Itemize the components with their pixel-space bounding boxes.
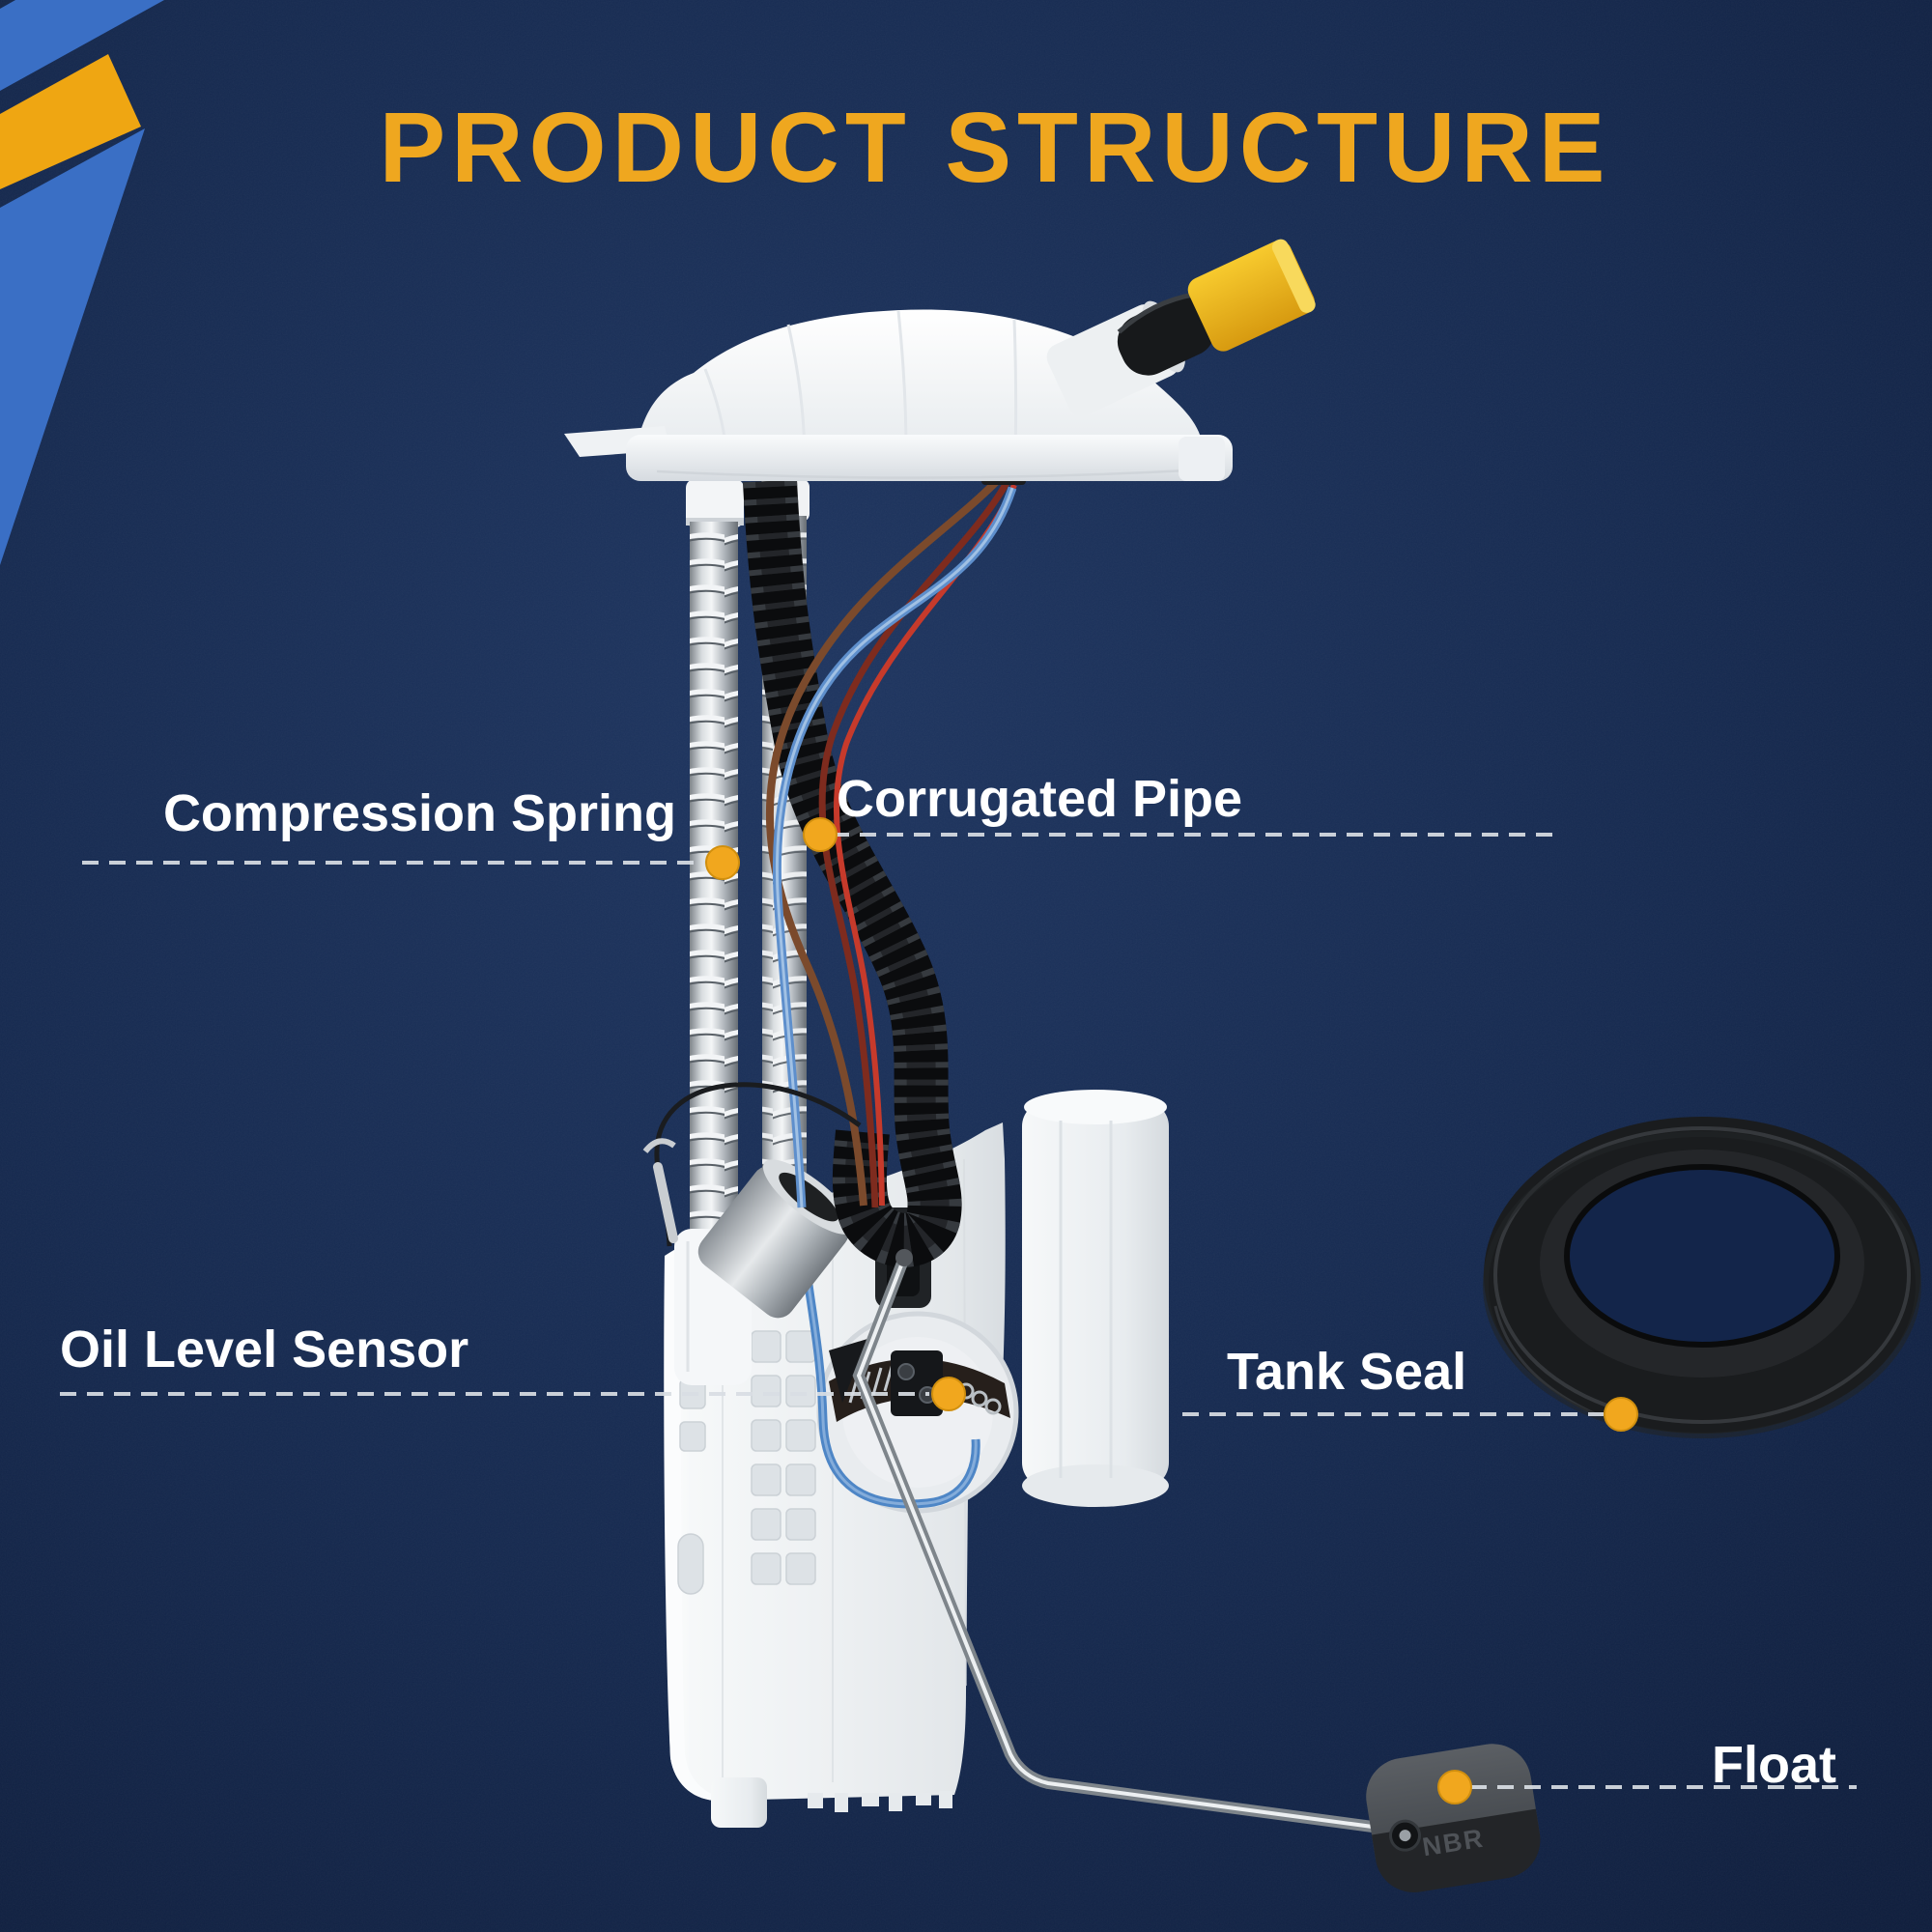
flange-skirt: [626, 435, 1233, 481]
reservoir-feet: [711, 1777, 952, 1828]
callout-compression-spring: Compression Spring: [82, 784, 740, 880]
corrugated-pipe-dot: [803, 817, 838, 852]
callout-tank-seal: Tank Seal: [1182, 1343, 1638, 1432]
oil-level-sensor-label: Oil Level Sensor: [60, 1321, 469, 1378]
corrugated-pipe-part: [743, 479, 962, 1267]
page-title: PRODUCT STRUCTURE: [379, 92, 1610, 203]
callouts: Compression Spring Corrugated Pipe Oil L…: [60, 770, 1857, 1804]
compression-spring-part: [686, 479, 744, 1270]
oil-level-sensor-dot: [931, 1377, 966, 1411]
brown-wire: [765, 478, 1000, 1207]
float-label: Float: [1712, 1736, 1836, 1794]
tank-seal-label: Tank Seal: [1227, 1343, 1466, 1401]
compression-spring-label: Compression Spring: [163, 784, 676, 842]
reservoir-right-column: [1022, 1101, 1169, 1488]
corner-blue-triangle: [0, 128, 145, 565]
callout-float: Float: [1437, 1736, 1857, 1804]
tank-seal-part: [1483, 1117, 1921, 1438]
outlet-connector: [1046, 239, 1316, 416]
compression-spring-dot: [705, 845, 740, 880]
float-part: NBR: [1366, 1744, 1541, 1892]
callout-oil-level-sensor: Oil Level Sensor: [60, 1321, 966, 1411]
red-wire: [833, 483, 1017, 1207]
fuel-pump-module-illustration: NBR: [564, 239, 1921, 1892]
corner-decoration: [0, 0, 164, 565]
tank-seal-dot: [1604, 1397, 1638, 1432]
callout-corrugated-pipe: Corrugated Pipe: [803, 770, 1555, 852]
top-flange: [564, 239, 1316, 481]
corner-blue-stripe: [0, 0, 164, 91]
float-dot: [1437, 1770, 1472, 1804]
corner-yellow-stripe: [0, 54, 141, 189]
retainer-clip: [653, 1162, 678, 1243]
corrugated-pipe-label: Corrugated Pipe: [837, 770, 1242, 828]
pump-motor: [697, 1159, 855, 1319]
float-arm: [852, 1249, 1409, 1837]
sensor-wedge: [829, 1339, 867, 1403]
